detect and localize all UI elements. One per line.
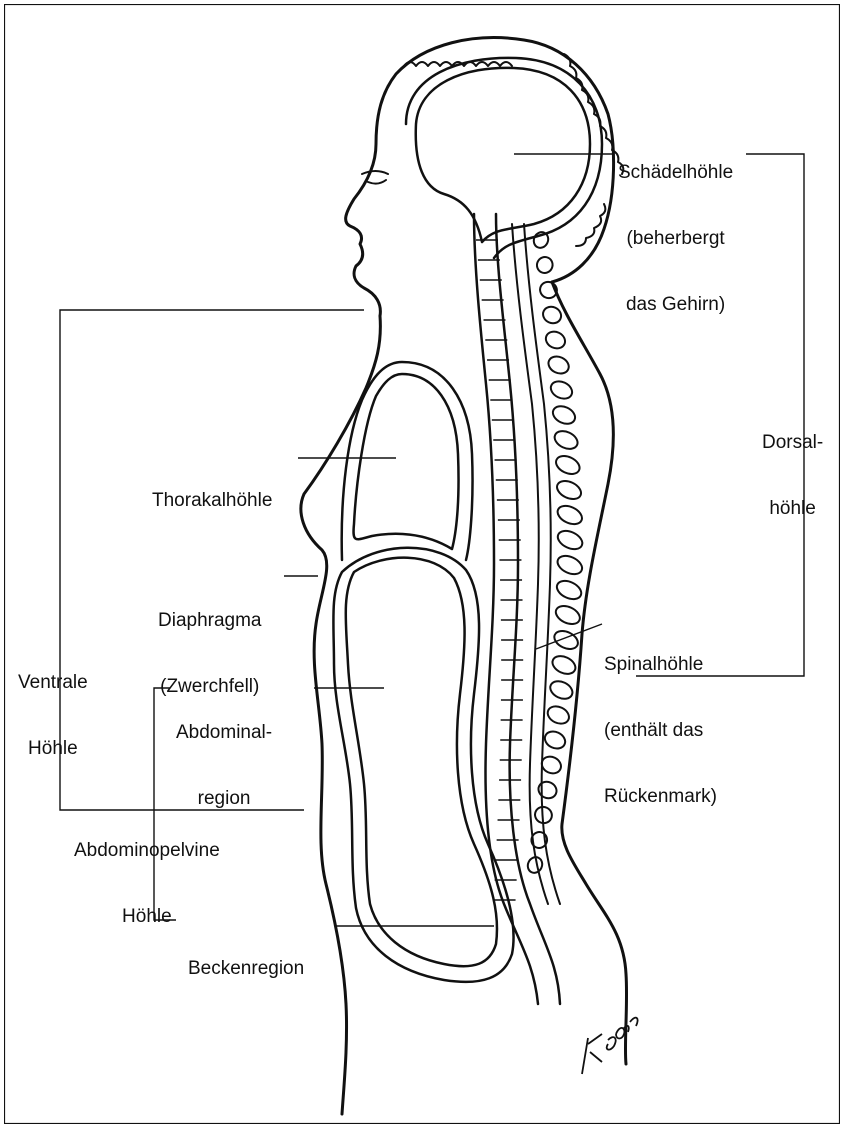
label-cranial-line-1: Schädelhöhle xyxy=(618,162,733,184)
head-outline xyxy=(346,38,614,316)
spinous-process xyxy=(552,428,581,453)
front-outline xyxy=(301,316,380,1114)
spinous-process xyxy=(547,678,575,702)
label-dorsal-line-2: höhle xyxy=(762,498,823,520)
label-dorsal-cavity: Dorsal- höhle xyxy=(762,388,823,542)
spinous-process xyxy=(555,552,585,577)
spinous-process xyxy=(553,602,583,627)
vertebral-discs xyxy=(476,240,523,900)
spinous-process xyxy=(536,779,559,801)
abdominopelvic-cavity xyxy=(346,558,497,967)
thoracic-cavity xyxy=(354,374,459,549)
label-ventral-line-1: Ventrale xyxy=(18,672,88,694)
spinous-process xyxy=(534,254,555,275)
spinous-process xyxy=(555,502,585,527)
label-spinal-cavity: Spinalhöhle (enthält das Rückenmark) xyxy=(604,610,717,830)
vertebral-column xyxy=(474,214,560,1004)
spinous-process xyxy=(551,627,580,652)
spinous-process xyxy=(548,378,575,402)
label-abdominal-line-1: Abdominal- xyxy=(176,722,272,744)
spinous-process xyxy=(540,304,563,326)
label-pelvic-line-1: Beckenregion xyxy=(188,958,304,980)
label-thoracic-line-1: Thorakalhöhle xyxy=(152,490,272,512)
spinous-process xyxy=(550,653,579,678)
spinous-process xyxy=(545,703,572,727)
spinous-process xyxy=(553,452,582,477)
spinous-process xyxy=(546,353,572,376)
spinous-process xyxy=(554,477,584,502)
label-cranial-line-3: das Gehirn) xyxy=(618,294,733,316)
spinous-process xyxy=(550,403,578,427)
artist-signature xyxy=(582,1018,638,1074)
spinous-process xyxy=(537,279,559,301)
label-dorsal-line-1: Dorsal- xyxy=(762,432,823,454)
label-spinal-line-2: (enthält das xyxy=(604,720,717,742)
label-cranial-line-2: (beherbergt xyxy=(618,228,733,250)
label-cranial-cavity: Schädelhöhle (beherbergt das Gehirn) xyxy=(618,118,733,338)
label-thoracic-cavity: Thorakalhöhle xyxy=(152,446,272,534)
label-ventral-cavity: Ventrale Höhle xyxy=(18,628,88,782)
label-abdominopelvic-line-1: Abdominopelvine xyxy=(74,840,220,862)
label-ventral-line-2: Höhle xyxy=(18,738,88,760)
spinous-process xyxy=(525,855,544,875)
spinous-process xyxy=(543,329,568,352)
label-pelvic-region: Beckenregion xyxy=(188,914,304,1002)
label-spinal-line-3: Rückenmark) xyxy=(604,786,717,808)
label-spinal-line-1: Spinalhöhle xyxy=(604,654,717,676)
spinous-process xyxy=(555,527,585,552)
cranial-cavity xyxy=(416,68,590,242)
spinous-process xyxy=(542,728,568,751)
label-diaphragm-line-1: Diaphragma xyxy=(158,610,262,632)
spinous-process xyxy=(554,577,584,602)
